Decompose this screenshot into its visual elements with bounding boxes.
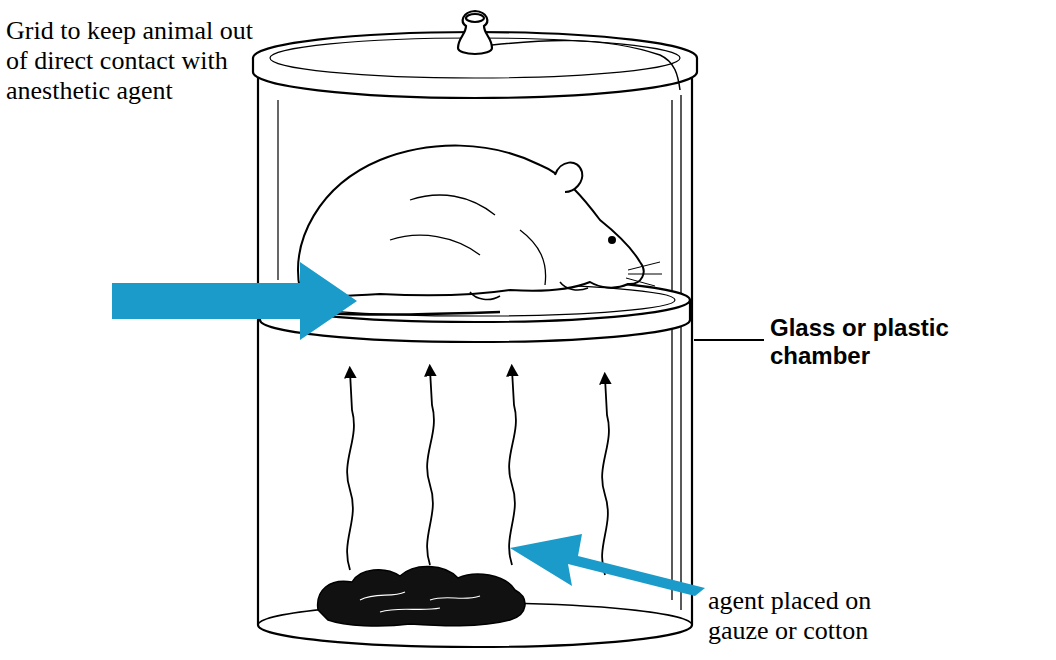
jar-bottom [258,625,692,647]
vapour-arrow [509,370,516,565]
pointer-arrow [510,534,705,596]
rat-paws [470,282,588,299]
jar-wall [691,78,693,625]
rat-body [298,146,643,296]
rat-ear [555,163,582,192]
callout-label: Grid to keep animal out of direct contac… [6,16,256,106]
rat [289,146,662,315]
rat-whiskers [626,262,662,286]
vapour-arrow [602,378,609,575]
glass-highlight [671,100,672,600]
rat-fur-lines [390,195,546,285]
pointer-arrow [112,262,357,340]
jar-wall [257,78,259,625]
vapour-arrow [427,370,434,565]
gauze-folds [360,592,480,612]
lid-knob [458,11,492,54]
jar [253,11,697,647]
rat-eye [609,237,615,243]
vapour-arrow [347,372,354,570]
lid-string [492,41,680,90]
callout-label: agent placed on gauze or cotton [708,586,903,646]
gauze [318,566,525,626]
glass-highlight [277,100,278,280]
knob-top [466,14,484,22]
leader-line [694,339,764,341]
glass-highlight [680,95,681,610]
gauze-pad [318,566,525,626]
callout-label: Glass or plastic chamber [770,314,975,369]
